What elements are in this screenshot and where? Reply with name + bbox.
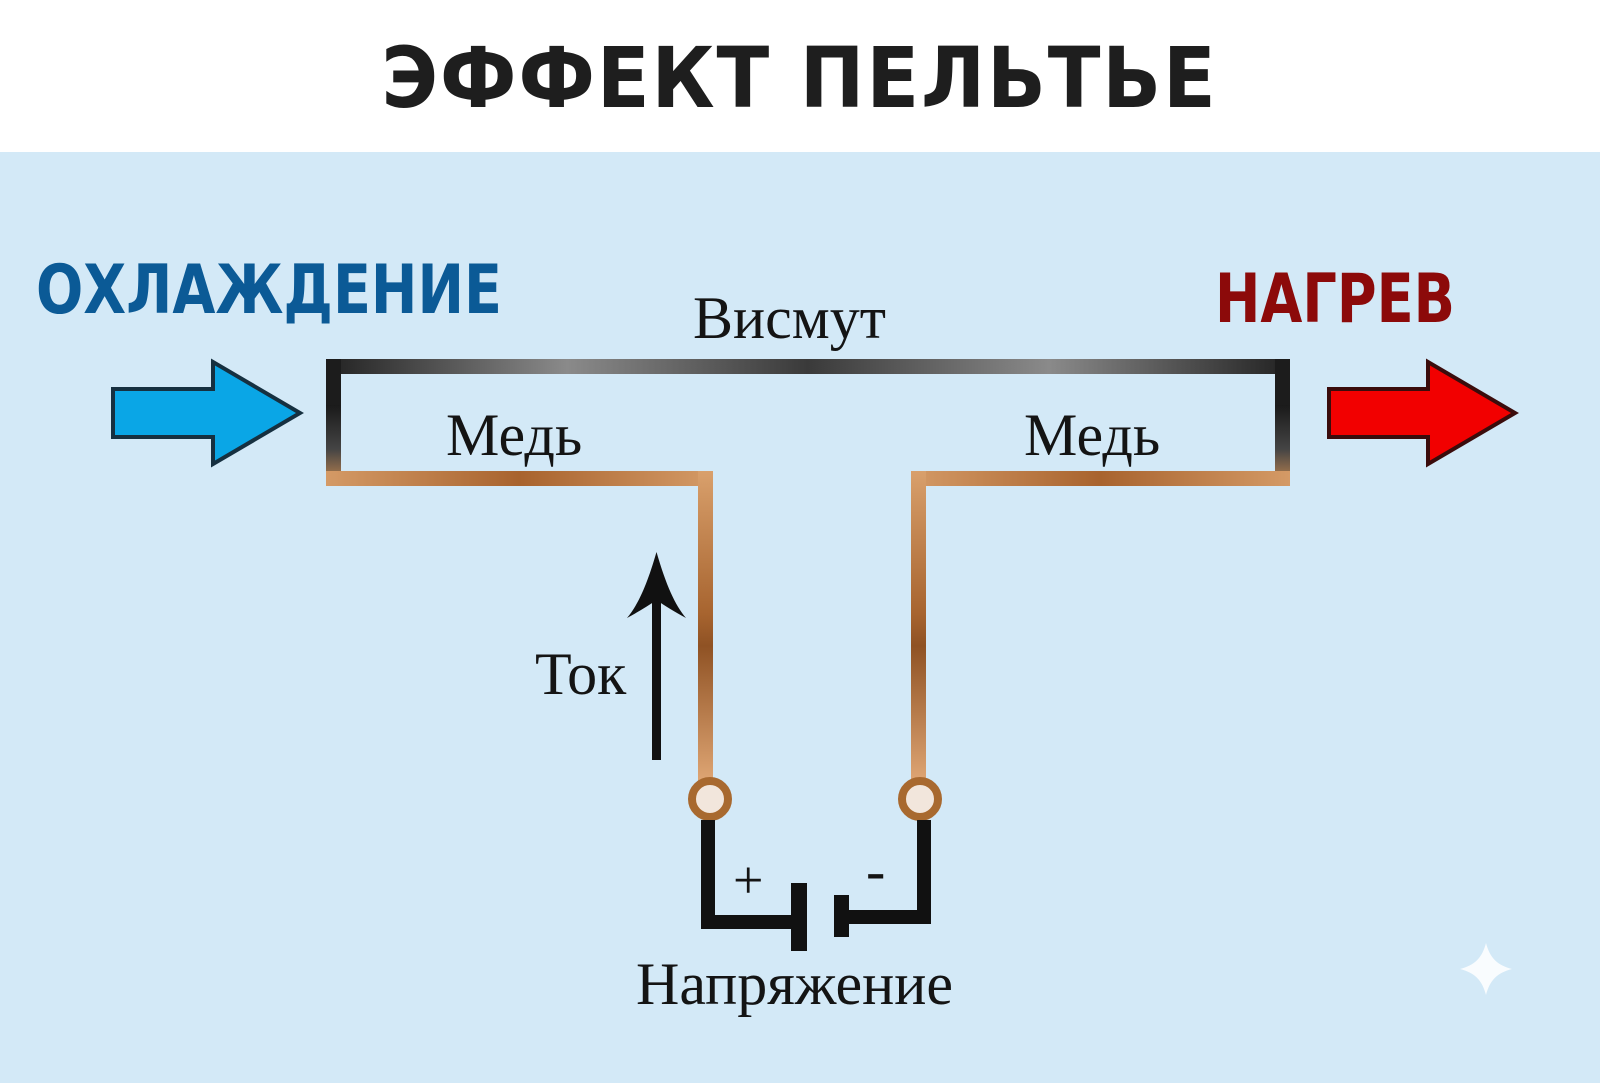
copper-left-conductor <box>326 405 713 789</box>
minus-sign: - <box>866 838 885 903</box>
copper-right-conductor <box>911 405 1290 789</box>
current-label: Ток <box>535 641 627 707</box>
battery-icon <box>701 820 931 951</box>
cold-arrow-icon <box>111 358 304 468</box>
sparkle-icon <box>1460 943 1512 995</box>
copper-left-label: Медь <box>446 402 582 468</box>
terminal-left-icon <box>688 777 732 821</box>
voltage-label: Напряжение <box>636 951 953 1017</box>
cooling-label: ОХЛАЖДЕНИЕ <box>36 251 502 330</box>
current-arrow-icon <box>627 552 686 760</box>
bismuth-conductor <box>326 359 1290 409</box>
page-title: ЭФФЕКТ ПЕЛЬТЬЕ <box>381 29 1219 127</box>
bismuth-label: Висмут <box>693 285 886 351</box>
terminal-right-icon <box>898 777 942 821</box>
heating-label: НАГРЕВ <box>1215 260 1455 339</box>
plus-sign: + <box>733 850 763 910</box>
copper-right-label: Медь <box>1024 402 1160 468</box>
header: ЭФФЕКТ ПЕЛЬТЬЕ <box>0 0 1600 152</box>
hot-arrow-icon <box>1327 358 1519 468</box>
